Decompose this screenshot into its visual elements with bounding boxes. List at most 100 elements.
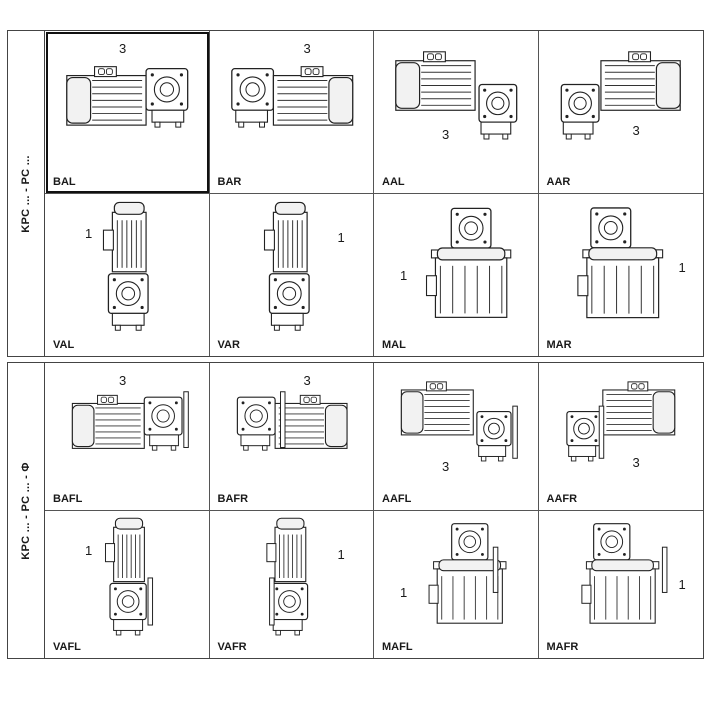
- terminal-box: [102, 229, 114, 251]
- gearbox-bolt: [265, 102, 269, 106]
- gearbox-bolt: [594, 211, 598, 216]
- mounting-drawing: [230, 66, 353, 128]
- gearbox-bolt: [480, 439, 484, 443]
- motor-end-cap: [590, 558, 654, 571]
- output-flange: [598, 405, 604, 459]
- gearbox-shaft: [573, 96, 587, 110]
- gearbox-bolt: [593, 439, 597, 443]
- gearbox-bolt: [273, 305, 277, 309]
- terminal-gland: [312, 68, 319, 76]
- foot-block: [562, 121, 594, 135]
- gearbox: [268, 272, 310, 314]
- gearbox-bolt: [483, 88, 487, 92]
- foot-pad: [293, 629, 300, 635]
- gearbox-bolt: [113, 612, 117, 616]
- gearbox: [236, 396, 276, 436]
- motor: [104, 517, 145, 582]
- foot-pad: [502, 133, 509, 140]
- gearbox-bolt: [301, 277, 305, 281]
- terminal-gland: [427, 53, 434, 61]
- terminal-gland: [107, 396, 115, 403]
- terminal-position-number: 3: [632, 123, 640, 138]
- mounting-code: MAFL: [382, 641, 413, 653]
- foot-pad: [114, 324, 121, 331]
- foot-block: [234, 109, 268, 123]
- mounting-feet: [562, 121, 594, 140]
- foot-pad: [134, 629, 141, 635]
- foot-pad: [570, 456, 576, 462]
- foot-block: [149, 434, 179, 447]
- block-side-panel: KPC ... - PC ... - Φ: [8, 363, 45, 658]
- mounting-feet: [272, 618, 303, 635]
- gearbox-bolt: [593, 415, 597, 419]
- gearbox-shaft: [463, 535, 477, 548]
- gearbox-bolt: [622, 211, 626, 216]
- mounting-drawing: [560, 51, 681, 140]
- motor-end-cap: [438, 558, 502, 571]
- output-flange: [183, 391, 189, 448]
- gearbox: [450, 207, 492, 249]
- terminal-position-number: 1: [85, 225, 93, 241]
- mounting-drawing: [565, 381, 675, 462]
- gearbox: [143, 396, 183, 436]
- gearbox-bolt: [509, 88, 513, 92]
- motor-gearbox-drawing: [102, 201, 149, 331]
- gearbox-bolt: [594, 239, 598, 243]
- gearbox-bolt: [148, 427, 152, 431]
- gearbox-bolt: [455, 239, 459, 244]
- gearbox-bolt: [112, 305, 116, 309]
- gearbox-bolt: [179, 73, 184, 77]
- foot-block: [113, 618, 144, 631]
- output-flange: [147, 576, 154, 626]
- gearbox-shaft: [281, 286, 296, 300]
- output-flange: [492, 546, 499, 593]
- motor-gearbox-drawing: [230, 66, 353, 128]
- gearbox-bolt: [597, 552, 601, 556]
- gearbox: [476, 410, 512, 447]
- mounting-code: BAR: [217, 175, 242, 188]
- motor-end-cap: [114, 517, 144, 530]
- mounting-drawing: [104, 517, 154, 635]
- motor: [428, 558, 503, 624]
- foot-pad: [587, 456, 593, 462]
- mounting-code: VAFL: [53, 641, 81, 653]
- terminal-gland: [98, 68, 105, 76]
- gearbox-bolt: [274, 612, 278, 616]
- terminal-gland: [105, 68, 113, 76]
- foot-block: [151, 109, 185, 123]
- motor-gearbox-drawing: [71, 391, 189, 451]
- terminal-box: [300, 66, 324, 78]
- terminal-gland: [429, 383, 436, 390]
- gearbox-bolt: [597, 527, 601, 531]
- mounting-drawing: [265, 517, 308, 635]
- mounting-drawing: [428, 522, 507, 624]
- gearbox-bolt: [267, 401, 271, 405]
- motor: [576, 246, 659, 318]
- gearbox-shaft: [282, 594, 296, 608]
- output-flange: [661, 546, 667, 593]
- mounting-feet: [234, 109, 268, 128]
- block-side-panel: KPC ... - PC ...: [8, 31, 45, 356]
- motor: [601, 381, 675, 436]
- mounting-code: BAL: [53, 175, 76, 188]
- gearbox-shaft: [605, 535, 618, 548]
- terminal-position-number: 1: [337, 229, 345, 245]
- gearbox-bolt: [274, 586, 278, 590]
